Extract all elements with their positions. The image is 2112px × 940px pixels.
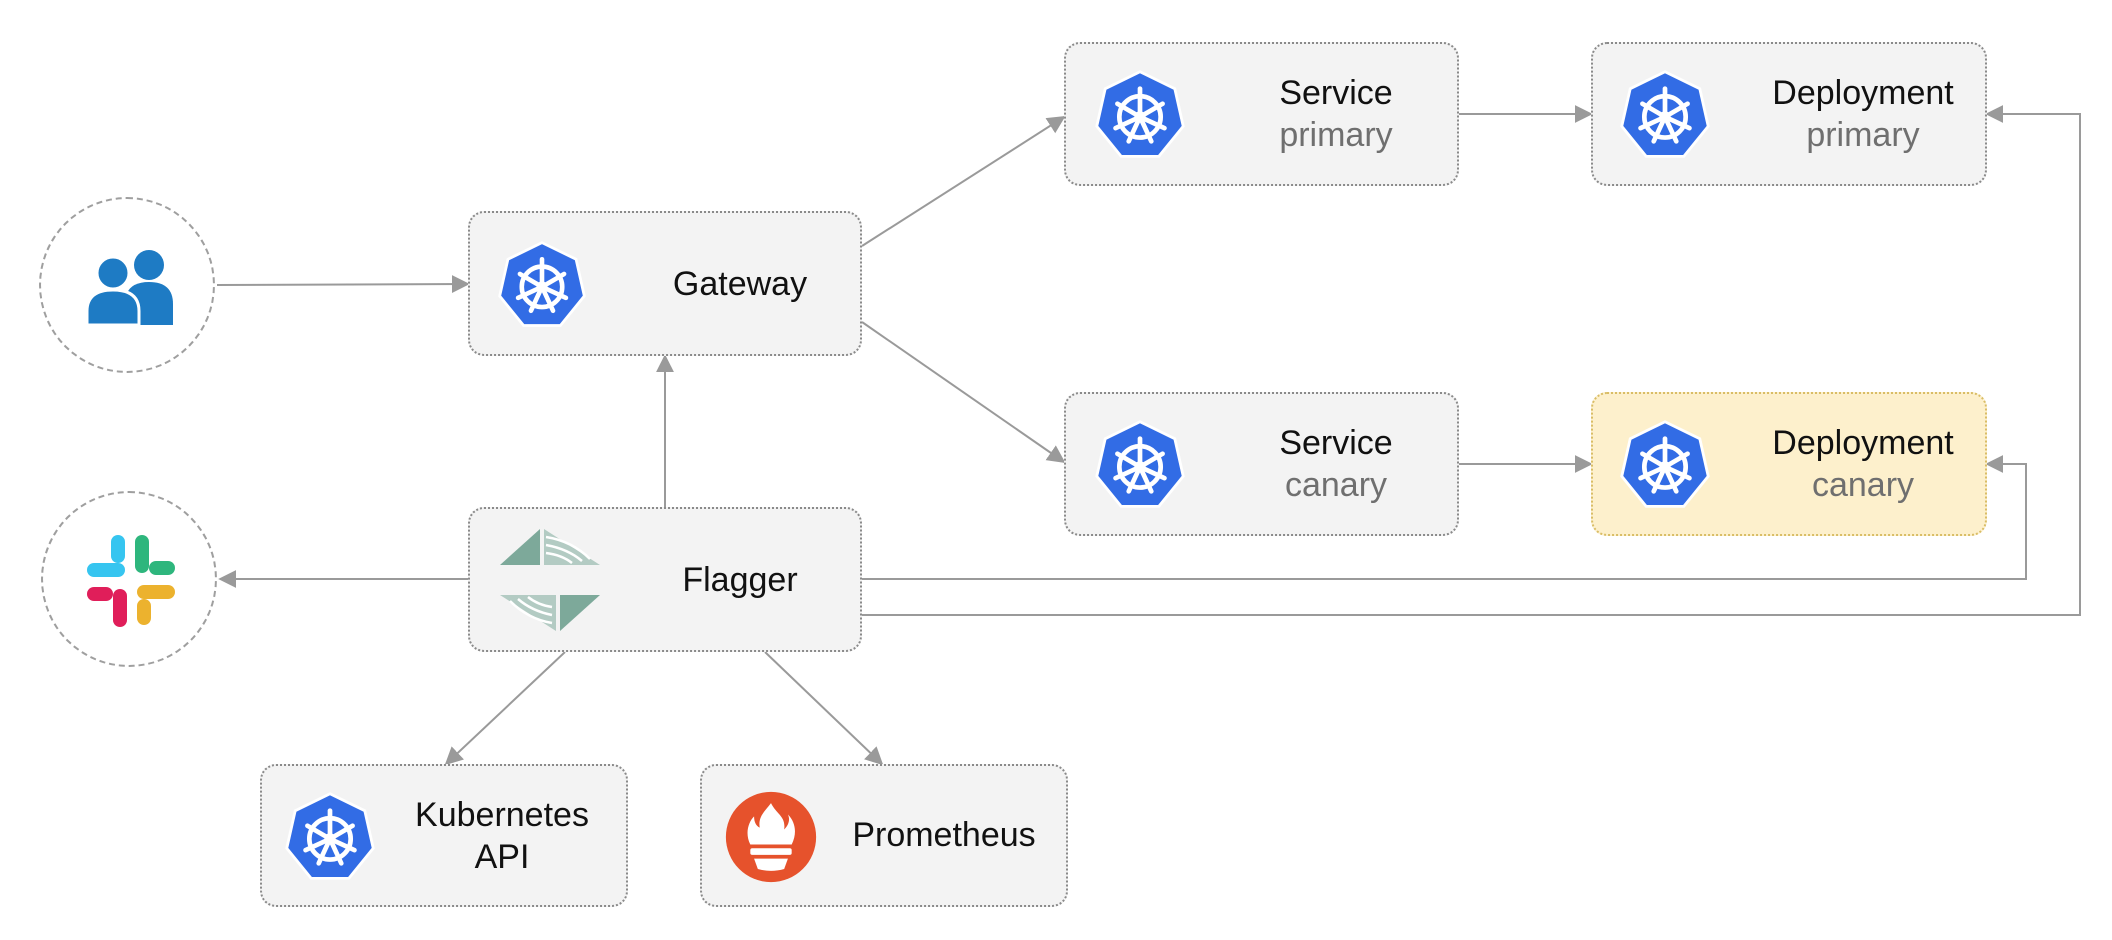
service-canary-label: Service canary bbox=[1226, 422, 1446, 506]
service-primary-title: Service bbox=[1279, 74, 1393, 112]
edge-flagger-to-kubernetes-api bbox=[444, 651, 566, 766]
slack-node bbox=[41, 491, 217, 667]
kubernetes-api-label: Kubernetes API bbox=[392, 794, 612, 878]
users-node bbox=[39, 197, 215, 373]
service-primary-label: Service primary bbox=[1226, 72, 1446, 156]
kubernetes-icon bbox=[1617, 418, 1713, 512]
deployment-primary-title: Deployment bbox=[1772, 74, 1954, 112]
deployment-primary-label: Deployment primary bbox=[1743, 72, 1983, 156]
deployment-primary-subtitle: primary bbox=[1806, 116, 1920, 154]
edge-gateway-to-service-canary bbox=[861, 321, 1066, 464]
service-primary-subtitle: primary bbox=[1279, 116, 1393, 154]
kubernetes-api-node: Kubernetes API bbox=[260, 764, 628, 907]
kubernetes-icon bbox=[1092, 68, 1188, 162]
gateway-node: Gateway bbox=[468, 211, 862, 356]
kubernetes-icon bbox=[1092, 418, 1188, 512]
kubernetes-icon bbox=[1617, 68, 1713, 162]
service-canary-node: Service canary bbox=[1064, 392, 1459, 536]
prometheus-title: Prometheus bbox=[852, 816, 1036, 854]
kubernetes-api-title: Kubernetes bbox=[415, 796, 589, 834]
deployment-canary-subtitle: canary bbox=[1811, 466, 1915, 504]
prometheus-node: Prometheus bbox=[700, 764, 1068, 907]
service-canary-subtitle: canary bbox=[1284, 466, 1388, 504]
deployment-canary-label: Deployment canary bbox=[1743, 422, 1983, 506]
service-canary-title: Service bbox=[1279, 424, 1393, 462]
kubernetes-icon bbox=[282, 790, 378, 884]
gateway-title: Gateway bbox=[672, 265, 808, 303]
edge-flagger-to-deployment-canary bbox=[862, 455, 2027, 580]
flagger-title: Flagger bbox=[682, 561, 798, 599]
kubernetes-api-subtitle: API bbox=[474, 838, 530, 876]
slack-icon bbox=[87, 535, 175, 627]
edge-flagger-to-prometheus bbox=[764, 651, 884, 766]
prometheus-icon bbox=[725, 791, 817, 883]
edge-gateway-to-service-primary bbox=[861, 116, 1066, 247]
flagger-icon bbox=[500, 529, 600, 631]
edge-users-to-gateway bbox=[216, 275, 470, 294]
kubernetes-icon bbox=[494, 239, 590, 331]
service-primary-node: Service primary bbox=[1064, 42, 1459, 186]
flagger-node: Flagger bbox=[468, 507, 862, 652]
deployment-canary-title: Deployment bbox=[1772, 424, 1954, 462]
edge-flagger-to-deployment-primary bbox=[862, 105, 2081, 616]
users-icon bbox=[85, 250, 173, 325]
deployment-canary-node: Deployment canary bbox=[1591, 392, 1987, 536]
deployment-primary-node: Deployment primary bbox=[1591, 42, 1987, 186]
